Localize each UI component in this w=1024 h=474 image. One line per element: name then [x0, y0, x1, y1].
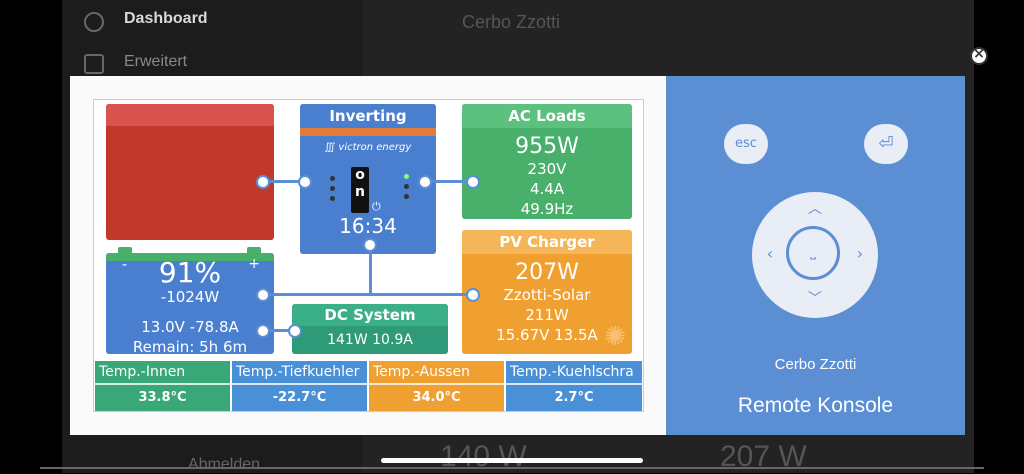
temp-tile-innen[interactable]: Temp.-Innen 33.8°C	[95, 361, 230, 411]
battery-tile[interactable]: - + 91% -1024W 13.0V -78.8A Remain: 5h 6…	[106, 253, 274, 356]
battery-minus: -	[122, 257, 128, 273]
temp-label: Temp.-Kuehlschra	[506, 361, 642, 385]
battery-readings: 13.0V -78.8A	[141, 318, 239, 336]
space-icon: ⎵	[810, 244, 816, 260]
ac-input-header	[106, 104, 274, 126]
ac-loads-current: 4.4A	[529, 180, 565, 198]
remote-title: Remote Konsole	[737, 394, 894, 417]
led-indicator	[330, 196, 335, 201]
ac-input-tile[interactable]	[106, 104, 274, 240]
pv-charger-tile[interactable]: PV Charger 207W Zzotti-Solar 211W 15.67V…	[462, 230, 632, 354]
connector-node	[418, 175, 432, 189]
ac-loads-frequency: 49.9Hz	[520, 200, 574, 218]
temp-label: Temp.-Aussen	[369, 361, 504, 385]
pv-charger-readings: 15.67V 13.5A	[496, 326, 598, 344]
victron-logo-mark: ∭	[324, 142, 339, 153]
enter-button[interactable]: ⏎	[864, 124, 908, 164]
inverter-time: 16:34	[339, 214, 397, 238]
connector-line	[426, 180, 474, 183]
close-button[interactable]: ×	[970, 46, 988, 65]
ac-loads-tile[interactable]: AC Loads 955W 230V 4.4A 49.9Hz	[462, 104, 632, 219]
led-indicator	[404, 194, 409, 199]
led-indicator	[330, 186, 335, 191]
inverter-brand: victron energy	[338, 142, 412, 153]
inverter-switch[interactable]: on	[351, 167, 369, 213]
power-icon: ⏻	[372, 200, 381, 213]
return-icon: ⏎	[878, 133, 894, 154]
connector-line	[262, 329, 298, 332]
ac-loads-power: 955W	[515, 134, 579, 159]
connector-line	[262, 293, 474, 296]
pv-charger-title: PV Charger	[462, 230, 632, 254]
battery-soc: 91%	[158, 256, 222, 289]
background-device-title: Cerbo Zzotti	[462, 12, 561, 32]
nav-dashboard[interactable]: Dashboard	[124, 10, 208, 27]
nav-advanced[interactable]: Erweitert	[124, 53, 188, 70]
dpad-up-button[interactable]: ︿	[808, 201, 822, 217]
connector-node	[466, 175, 480, 189]
close-icon: ×	[973, 46, 985, 62]
connector-node	[363, 238, 377, 252]
connector-node	[256, 288, 270, 302]
dc-system-readings: 141W 10.9A	[327, 332, 413, 348]
dpad-down-button[interactable]: ﹀	[808, 291, 822, 307]
pv-charger-name: Zzotti-Solar	[503, 286, 591, 304]
sun-icon: ✺	[604, 322, 626, 352]
inverter-stripe	[300, 128, 436, 136]
battery-header	[106, 253, 274, 261]
dashboard-icon	[84, 12, 104, 32]
connector-node	[466, 288, 480, 302]
battery-power: -1024W	[160, 288, 220, 306]
battery-plus: +	[248, 256, 260, 272]
connector-line	[369, 246, 372, 294]
nav-logout[interactable]: Abmelden	[188, 456, 261, 473]
led-indicator	[330, 176, 335, 181]
victron-logo: ∭ victron energy	[300, 142, 436, 153]
ac-loads-title: AC Loads	[462, 104, 632, 128]
temp-label: Temp.-Innen	[95, 361, 230, 385]
battery-terminal	[118, 247, 132, 253]
ac-loads-voltage: 230V	[527, 160, 567, 178]
battery-terminal	[247, 247, 261, 253]
led-indicator	[404, 174, 409, 179]
temp-tile-tiefkuehler[interactable]: Temp.-Tiefkuehler -22.7°C	[232, 361, 367, 411]
temp-value: -22.7°C	[272, 390, 327, 405]
temp-tile-aussen[interactable]: Temp.-Aussen 34.0°C	[369, 361, 504, 411]
inverter-title: Inverting	[300, 104, 436, 128]
dc-system-title: DC System	[292, 304, 448, 326]
battery-remaining: Remain: 5h 6m	[132, 338, 248, 356]
dpad: ︿ ﹀ ‹ › ⎵	[752, 192, 878, 318]
esc-button[interactable]: esc	[724, 124, 768, 164]
connector-node	[256, 175, 270, 189]
temp-label: Temp.-Tiefkuehler	[232, 361, 367, 385]
connector-node	[298, 175, 312, 189]
temp-value: 33.8°C	[138, 390, 187, 405]
pv-charger-power: 207W	[515, 260, 579, 285]
remote-device-name: Cerbo Zzotti	[774, 356, 857, 373]
temp-value: 34.0°C	[412, 390, 461, 405]
temp-value: 2.7°C	[554, 390, 594, 405]
inverter-tile[interactable]: Inverting ∭ victron energy on ⏻ 16:34	[300, 104, 436, 254]
connector-node	[256, 324, 270, 338]
advanced-icon	[84, 54, 104, 74]
dpad-left-button[interactable]: ‹	[766, 244, 774, 263]
connector-line	[262, 180, 310, 183]
temp-tile-kuehlschrank[interactable]: Temp.-Kuehlschra 2.7°C	[506, 361, 642, 411]
dpad-right-button[interactable]: ›	[856, 244, 864, 263]
dpad-center-button[interactable]: ⎵	[786, 226, 840, 280]
led-indicator	[404, 184, 409, 189]
bottom-divider	[40, 467, 984, 469]
pv-charger-solar-power: 211W	[525, 306, 569, 324]
home-indicator[interactable]	[381, 458, 643, 463]
connector-node	[288, 324, 302, 338]
dc-system-tile[interactable]: DC System 141W 10.9A	[292, 304, 448, 354]
